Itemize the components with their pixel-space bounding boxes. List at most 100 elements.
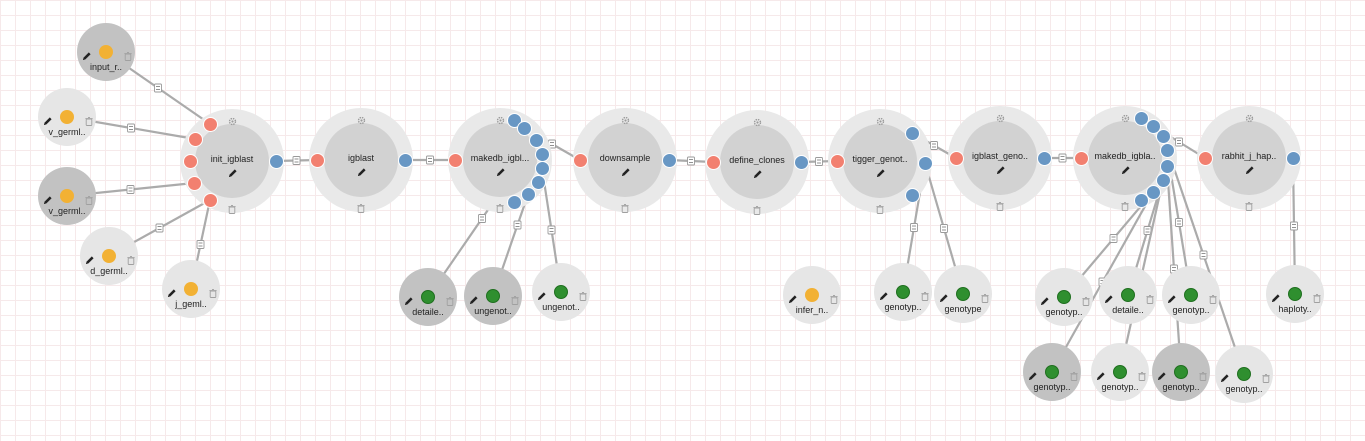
output-data-dot[interactable] xyxy=(486,289,500,303)
output-port[interactable] xyxy=(1285,150,1301,166)
trash-icon[interactable] xyxy=(921,288,929,301)
input-port[interactable] xyxy=(447,152,463,168)
input-port[interactable] xyxy=(202,116,218,132)
trash-icon[interactable] xyxy=(228,201,236,214)
trash-icon[interactable] xyxy=(1199,368,1207,381)
output-data-dot[interactable] xyxy=(1121,288,1135,302)
input-data-dot[interactable] xyxy=(805,288,819,302)
gear-icon[interactable] xyxy=(753,114,762,127)
input-port[interactable] xyxy=(1073,150,1089,166)
output-port[interactable] xyxy=(904,125,920,141)
pencil-icon[interactable] xyxy=(753,166,763,178)
pencil-icon[interactable] xyxy=(1040,293,1050,305)
pencil-icon[interactable] xyxy=(621,164,631,176)
pencil-icon[interactable] xyxy=(879,288,889,300)
output-port[interactable] xyxy=(397,152,413,168)
pencil-icon[interactable] xyxy=(1096,368,1106,380)
pencil-icon[interactable] xyxy=(1157,368,1167,380)
process-core[interactable] xyxy=(195,124,269,198)
trash-icon[interactable] xyxy=(124,48,132,61)
output-data-dot[interactable] xyxy=(1045,365,1059,379)
input-port[interactable] xyxy=(1197,150,1213,166)
output-port[interactable] xyxy=(534,160,550,176)
output-data-dot[interactable] xyxy=(1288,287,1302,301)
trash-icon[interactable] xyxy=(1209,291,1217,304)
output-port[interactable] xyxy=(528,132,544,148)
trash-icon[interactable] xyxy=(209,285,217,298)
pencil-icon[interactable] xyxy=(788,291,798,303)
output-data-dot[interactable] xyxy=(1057,290,1071,304)
output-port[interactable] xyxy=(1133,192,1149,208)
input-port[interactable] xyxy=(182,153,198,169)
output-port[interactable] xyxy=(661,152,677,168)
output-data-dot[interactable] xyxy=(1113,365,1127,379)
trash-icon[interactable] xyxy=(1313,290,1321,303)
output-port[interactable] xyxy=(917,155,933,171)
output-port[interactable] xyxy=(534,146,550,162)
pencil-icon[interactable] xyxy=(404,293,414,305)
input-data-dot[interactable] xyxy=(184,282,198,296)
process-core[interactable] xyxy=(720,125,794,199)
input-port[interactable] xyxy=(829,153,845,169)
pencil-icon[interactable] xyxy=(1245,162,1255,174)
trash-icon[interactable] xyxy=(579,288,587,301)
input-data-dot[interactable] xyxy=(60,110,74,124)
output-data-dot[interactable] xyxy=(554,285,568,299)
pencil-icon[interactable] xyxy=(43,192,53,204)
input-data-dot[interactable] xyxy=(99,45,113,59)
output-port[interactable] xyxy=(1133,110,1149,126)
process-core[interactable] xyxy=(1212,121,1286,195)
pencil-icon[interactable] xyxy=(1220,370,1230,382)
gear-icon[interactable] xyxy=(357,112,366,125)
gear-icon[interactable] xyxy=(228,113,237,126)
gear-icon[interactable] xyxy=(876,113,885,126)
gear-icon[interactable] xyxy=(996,110,1005,123)
trash-icon[interactable] xyxy=(85,192,93,205)
pencil-icon[interactable] xyxy=(1271,290,1281,302)
trash-icon[interactable] xyxy=(85,113,93,126)
output-port[interactable] xyxy=(516,120,532,136)
input-port[interactable] xyxy=(186,175,202,191)
pencil-icon[interactable] xyxy=(1028,368,1038,380)
output-port[interactable] xyxy=(506,194,522,210)
pencil-icon[interactable] xyxy=(876,165,886,177)
input-data-dot[interactable] xyxy=(60,189,74,203)
pencil-icon[interactable] xyxy=(496,164,506,176)
output-port[interactable] xyxy=(530,174,546,190)
trash-icon[interactable] xyxy=(996,198,1004,211)
pencil-icon[interactable] xyxy=(1104,291,1114,303)
output-data-dot[interactable] xyxy=(1237,367,1251,381)
pencil-icon[interactable] xyxy=(85,252,95,264)
trash-icon[interactable] xyxy=(357,200,365,213)
output-data-dot[interactable] xyxy=(956,287,970,301)
process-core[interactable] xyxy=(963,121,1037,195)
pencil-icon[interactable] xyxy=(996,162,1006,174)
trash-icon[interactable] xyxy=(1070,368,1078,381)
trash-icon[interactable] xyxy=(496,200,504,213)
pencil-icon[interactable] xyxy=(469,292,479,304)
output-port[interactable] xyxy=(793,154,809,170)
output-data-dot[interactable] xyxy=(421,290,435,304)
gear-icon[interactable] xyxy=(1245,110,1254,123)
pencil-icon[interactable] xyxy=(228,165,238,177)
output-port[interactable] xyxy=(1145,184,1161,200)
trash-icon[interactable] xyxy=(1262,370,1270,383)
pencil-icon[interactable] xyxy=(357,164,367,176)
input-port[interactable] xyxy=(309,152,325,168)
pencil-icon[interactable] xyxy=(1121,162,1131,174)
output-port[interactable] xyxy=(1159,158,1175,174)
output-data-dot[interactable] xyxy=(896,285,910,299)
trash-icon[interactable] xyxy=(981,290,989,303)
process-core[interactable] xyxy=(324,123,398,197)
process-core[interactable] xyxy=(588,123,662,197)
trash-icon[interactable] xyxy=(127,252,135,265)
trash-icon[interactable] xyxy=(1245,198,1253,211)
output-port[interactable] xyxy=(1159,142,1175,158)
output-port[interactable] xyxy=(1155,128,1171,144)
output-data-dot[interactable] xyxy=(1184,288,1198,302)
pencil-icon[interactable] xyxy=(43,113,53,125)
input-port[interactable] xyxy=(572,152,588,168)
trash-icon[interactable] xyxy=(876,201,884,214)
output-port[interactable] xyxy=(268,153,284,169)
